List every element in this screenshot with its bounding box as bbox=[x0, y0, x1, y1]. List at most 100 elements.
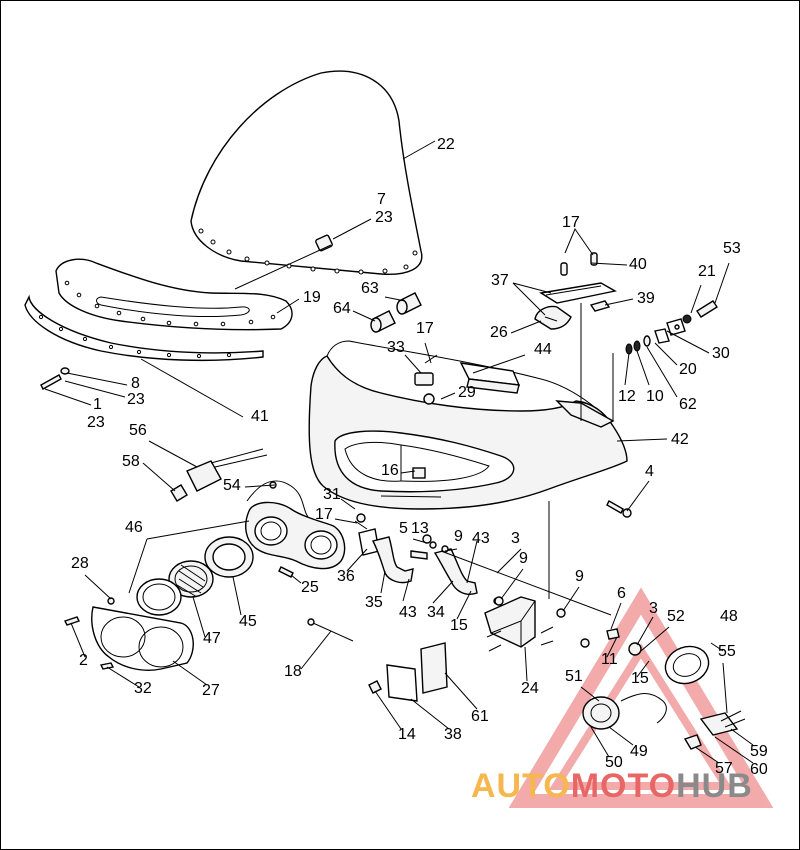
callout-45: 45 bbox=[239, 613, 257, 630]
callout-50: 50 bbox=[605, 754, 623, 771]
callout-16: 16 bbox=[381, 462, 399, 479]
callout-51: 51 bbox=[565, 668, 583, 685]
relay-module bbox=[170, 448, 312, 522]
callout-25: 25 bbox=[301, 579, 319, 596]
callout-11: 11 bbox=[601, 651, 618, 668]
callout-17: 17 bbox=[562, 214, 580, 231]
callout-59: 59 bbox=[750, 743, 768, 760]
callout-21: 21 bbox=[698, 263, 716, 280]
callout-9: 9 bbox=[519, 550, 528, 567]
callout-23: 23 bbox=[127, 391, 145, 408]
callout-24: 24 bbox=[521, 680, 539, 697]
callout-10: 10 bbox=[646, 388, 664, 405]
small-clip bbox=[414, 354, 438, 405]
headlamp-housing bbox=[245, 501, 368, 570]
callout-38: 38 bbox=[444, 726, 462, 743]
callout-57: 57 bbox=[715, 760, 733, 777]
callout-33: 33 bbox=[387, 339, 405, 356]
callout-14: 14 bbox=[398, 726, 416, 743]
left-mount-bracket bbox=[358, 528, 428, 584]
lamp-retaining-ring bbox=[204, 536, 254, 578]
watermark: AUTOMOTOHUB bbox=[471, 767, 753, 806]
callout-31: 31 bbox=[323, 486, 341, 503]
callout-15: 15 bbox=[631, 670, 649, 687]
callout-48: 48 bbox=[720, 608, 738, 625]
upper-trim bbox=[55, 258, 293, 331]
fairing-screw bbox=[606, 500, 632, 518]
callout-64: 64 bbox=[333, 300, 351, 317]
callout-18: 18 bbox=[284, 663, 302, 680]
callout-60: 60 bbox=[750, 761, 768, 778]
lower-mount-bracket bbox=[484, 596, 554, 652]
callout-4: 4 bbox=[645, 463, 654, 480]
callout-43: 43 bbox=[399, 604, 417, 621]
callout-54: 54 bbox=[223, 477, 241, 494]
callout-2: 2 bbox=[79, 652, 88, 669]
callout-62: 62 bbox=[679, 396, 697, 413]
headlamp-trim-ring bbox=[136, 578, 182, 616]
callout-29: 29 bbox=[458, 384, 476, 401]
callout-17: 17 bbox=[416, 320, 434, 337]
trunk-pad bbox=[459, 362, 521, 394]
callout-39: 39 bbox=[637, 290, 655, 307]
leader-lines bbox=[44, 140, 754, 764]
latch-plate bbox=[534, 252, 617, 330]
center-mount-bracket bbox=[429, 541, 478, 595]
callout-37: 37 bbox=[491, 272, 509, 289]
callout-1: 1 bbox=[93, 396, 102, 413]
callout-13: 13 bbox=[411, 520, 429, 537]
callout-56: 56 bbox=[129, 422, 147, 439]
turn-signal-assembly bbox=[582, 628, 746, 750]
callout-52: 52 bbox=[667, 608, 685, 625]
callout-49: 49 bbox=[630, 743, 648, 760]
callout-63: 63 bbox=[361, 280, 379, 297]
callout-22: 22 bbox=[437, 136, 455, 153]
trim-strip bbox=[24, 294, 264, 362]
callout-36: 36 bbox=[337, 568, 355, 585]
callout-30: 30 bbox=[712, 345, 730, 362]
callout-19: 19 bbox=[303, 289, 321, 306]
callout-53: 53 bbox=[723, 240, 741, 257]
long-bolt bbox=[307, 618, 354, 642]
trim-screw bbox=[40, 367, 70, 390]
watermark-part-2: MOTO bbox=[570, 767, 677, 805]
callout-23: 23 bbox=[87, 414, 105, 431]
callout-46: 46 bbox=[125, 519, 143, 536]
connector-pair bbox=[370, 292, 422, 333]
inner-fairing bbox=[308, 340, 628, 510]
callout-42: 42 bbox=[671, 431, 689, 448]
callout-28: 28 bbox=[71, 555, 89, 572]
callout-40: 40 bbox=[629, 256, 647, 273]
callout-5: 5 bbox=[399, 520, 408, 537]
callout-55: 55 bbox=[718, 643, 736, 660]
callout-41: 41 bbox=[251, 408, 269, 425]
callout-8: 8 bbox=[131, 375, 140, 392]
watermark-part-1: AUTO bbox=[471, 767, 571, 805]
callout-7: 7 bbox=[377, 191, 386, 208]
callout-20: 20 bbox=[679, 361, 697, 378]
callout-3: 3 bbox=[511, 530, 520, 547]
callout-9: 9 bbox=[575, 568, 584, 585]
callout-61: 61 bbox=[471, 708, 489, 725]
washer-stack bbox=[625, 328, 670, 355]
callout-9: 9 bbox=[454, 528, 463, 545]
callout-27: 27 bbox=[202, 682, 220, 699]
watermark-part-3: HUB bbox=[676, 767, 753, 805]
callout-6: 6 bbox=[617, 585, 626, 602]
callout-44: 44 bbox=[534, 341, 552, 358]
callout-26: 26 bbox=[490, 324, 508, 341]
headlamp-bezel bbox=[64, 597, 194, 671]
windshield bbox=[190, 70, 423, 276]
headlamp-lens bbox=[168, 560, 214, 598]
callout-58: 58 bbox=[122, 453, 140, 470]
callout-43: 43 bbox=[472, 530, 490, 547]
mount-hardware-right bbox=[666, 300, 718, 336]
backing-plate bbox=[368, 642, 448, 702]
housing-screw bbox=[278, 566, 294, 578]
callout-15: 15 bbox=[450, 617, 468, 634]
callout-47: 47 bbox=[203, 630, 221, 647]
callout-17: 17 bbox=[315, 506, 333, 523]
